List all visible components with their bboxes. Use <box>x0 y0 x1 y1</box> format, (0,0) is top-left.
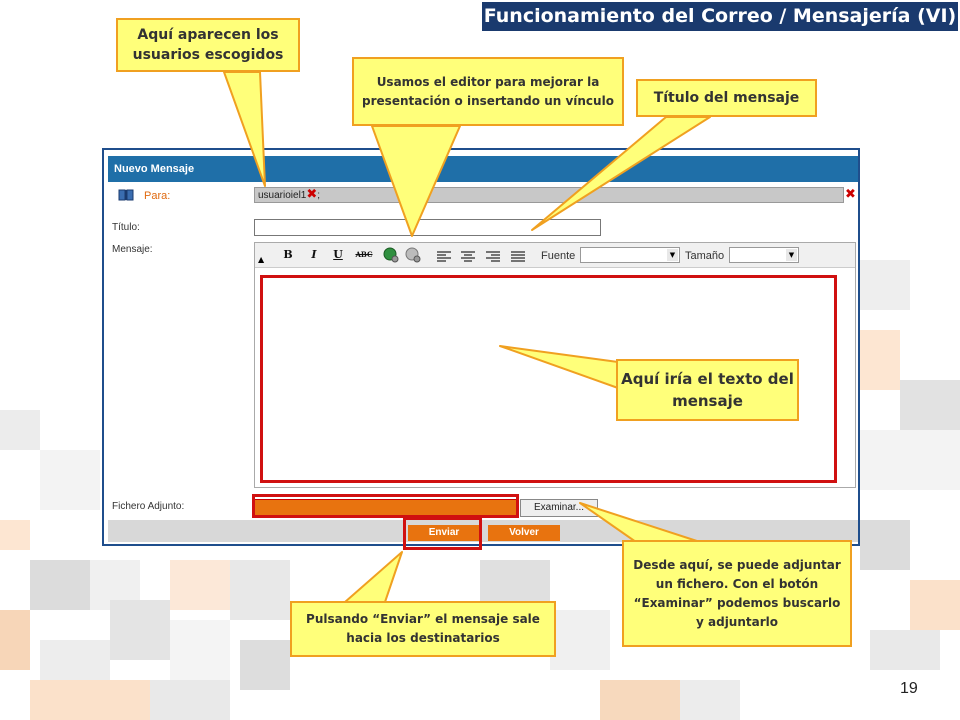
bold-button[interactable]: B <box>283 248 293 261</box>
users-callout-text: Aquí aparecen los usuarios escogidos <box>132 27 284 63</box>
send-callout-tail <box>344 551 403 603</box>
font-dropdown-icon: ▼ <box>667 249 678 261</box>
align-center-icon[interactable] <box>461 248 475 267</box>
users-callout: Aquí aparecen los usuarios escogidos <box>116 18 300 72</box>
strikethrough-button[interactable]: ABC <box>355 250 373 259</box>
title-label: Título: <box>112 222 140 233</box>
message-label: Mensaje: <box>112 244 153 255</box>
size-select[interactable]: ▼ <box>729 247 799 263</box>
size-dropdown-icon: ▼ <box>786 249 797 261</box>
body-callout: Aquí iría el texto del mensaje <box>616 359 799 421</box>
remove-recipient-icon[interactable]: ✖ <box>306 187 318 202</box>
recipient-name: usuarioiel1 <box>258 190 307 201</box>
attach-callout: Desde aquí, se puede adjuntar un fichero… <box>622 540 852 647</box>
back-button[interactable]: Volver <box>488 525 560 541</box>
button-bar <box>108 520 858 542</box>
remove-link-icon[interactable] <box>405 247 421 263</box>
editor-toolbar: ▲ B I U ABC Fuente ▼ <box>255 243 855 268</box>
align-left-icon[interactable] <box>437 248 451 267</box>
body-callout-text: Aquí iría el texto del mensaje <box>621 370 794 410</box>
title-input[interactable] <box>254 219 601 236</box>
clear-recipients-icon[interactable]: ✖ <box>845 187 856 202</box>
recipient-separator: ; <box>317 190 321 201</box>
align-justify-icon[interactable] <box>511 248 525 267</box>
browse-button[interactable]: Examinar... <box>520 499 598 517</box>
form-header: Nuevo Mensaje <box>108 156 858 182</box>
title-callout-text: Título del mensaje <box>653 90 800 106</box>
insert-link-icon[interactable] <box>383 247 399 263</box>
collapse-toolbar-icon[interactable]: ▲ <box>258 255 265 264</box>
to-label: Para: <box>144 190 171 202</box>
send-callout-text: Pulsando “Enviar” el mensaje sale hacia … <box>306 612 540 645</box>
title-callout: Título del mensaje <box>636 79 817 117</box>
font-select[interactable]: ▼ <box>580 247 680 263</box>
editor-callout: Usamos el editor para mejorar la present… <box>352 57 624 126</box>
editor-callout-text: Usamos el editor para mejorar la present… <box>362 74 614 108</box>
slide-title: Funcionamiento del Correo / Mensajería (… <box>480 0 960 33</box>
size-label: Tamaño <box>685 250 725 262</box>
page-number: 19 <box>900 680 918 697</box>
send-button[interactable]: Enviar <box>408 525 480 541</box>
attach-callout-text: Desde aquí, se puede adjuntar un fichero… <box>633 557 841 629</box>
attachment-highlight <box>252 494 519 518</box>
send-callout: Pulsando “Enviar” el mensaje sale hacia … <box>290 601 556 657</box>
attachment-label: Fichero Adjunto: <box>112 501 185 512</box>
align-right-icon[interactable] <box>486 248 500 267</box>
italic-button[interactable]: I <box>311 248 317 261</box>
recipients-field[interactable]: usuarioiel1✖; <box>254 187 844 203</box>
font-label: Fuente <box>541 250 576 262</box>
underline-button[interactable]: U <box>333 248 343 261</box>
send-highlight <box>403 517 482 550</box>
message-body-highlight <box>260 275 837 483</box>
address-book-icon[interactable] <box>118 187 134 201</box>
